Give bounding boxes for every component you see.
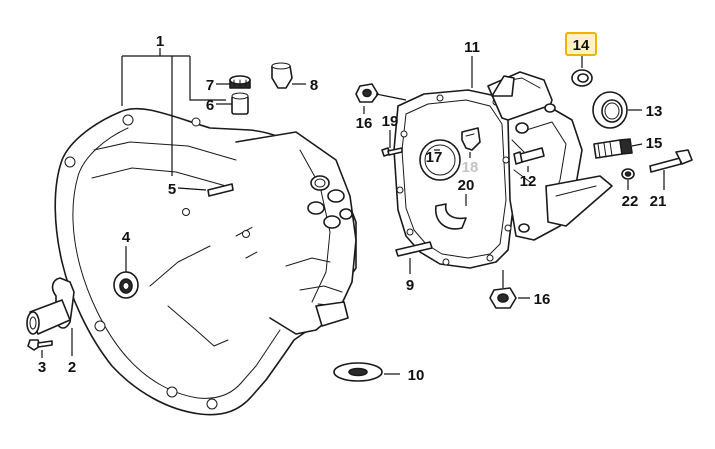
plug-cap <box>229 75 251 89</box>
callout-18[interactable]: 18 <box>462 159 479 176</box>
callout-22[interactable]: 22 <box>622 193 639 210</box>
callout-labels: 1 2 3 4 5 6 7 8 9 10 11 12 13 14 15 16 1… <box>38 33 667 384</box>
housing-bolt <box>513 147 545 165</box>
shaft-seal <box>592 91 628 129</box>
callout-7[interactable]: 7 <box>206 77 214 94</box>
bearing-seal <box>113 271 139 299</box>
flange-bolt <box>27 339 53 351</box>
callout-13[interactable]: 13 <box>646 103 663 120</box>
callout-2[interactable]: 2 <box>68 359 76 376</box>
breather-cap <box>271 62 293 89</box>
input-flange <box>26 277 75 335</box>
small-seal <box>571 69 593 87</box>
callout-4[interactable]: 4 <box>122 229 131 246</box>
bell-housing <box>54 107 357 416</box>
cover-disc <box>419 139 461 181</box>
callout-16-top[interactable]: 16 <box>356 115 373 132</box>
callout-19[interactable]: 19 <box>382 113 399 130</box>
intermediate-housing <box>393 71 613 269</box>
callout-12[interactable]: 12 <box>520 173 537 190</box>
callout-10[interactable]: 10 <box>408 367 425 384</box>
callout-17[interactable]: 17 <box>426 149 443 166</box>
dowel-pin <box>207 183 234 197</box>
reverse-switch <box>593 138 633 159</box>
callout-16-bottom[interactable]: 16 <box>534 291 551 308</box>
callout-highlight-box <box>565 32 597 56</box>
callout-15[interactable]: 15 <box>646 135 663 152</box>
leader-lines <box>41 48 665 375</box>
retaining-clip <box>461 127 481 151</box>
callout-8[interactable]: 8 <box>310 77 318 94</box>
sealing-ring <box>621 168 635 180</box>
callout-1[interactable]: 1 <box>156 33 164 50</box>
long-bolt <box>649 149 693 173</box>
callout-6[interactable]: 6 <box>206 97 214 114</box>
callout-21[interactable]: 21 <box>650 193 667 210</box>
top-nut <box>355 83 379 103</box>
guide-pin <box>395 241 433 257</box>
callout-20[interactable]: 20 <box>458 177 475 194</box>
lower-nut <box>489 287 517 309</box>
curved-bracket <box>435 203 467 230</box>
callout-5[interactable]: 5 <box>168 181 176 198</box>
washer <box>333 362 383 382</box>
callout-11[interactable]: 11 <box>464 39 480 56</box>
callout-14[interactable]: 14 <box>573 37 590 54</box>
callout-9[interactable]: 9 <box>406 277 414 294</box>
drain-plug <box>231 92 249 115</box>
small-screw <box>381 147 403 157</box>
callout-3[interactable]: 3 <box>38 359 46 376</box>
